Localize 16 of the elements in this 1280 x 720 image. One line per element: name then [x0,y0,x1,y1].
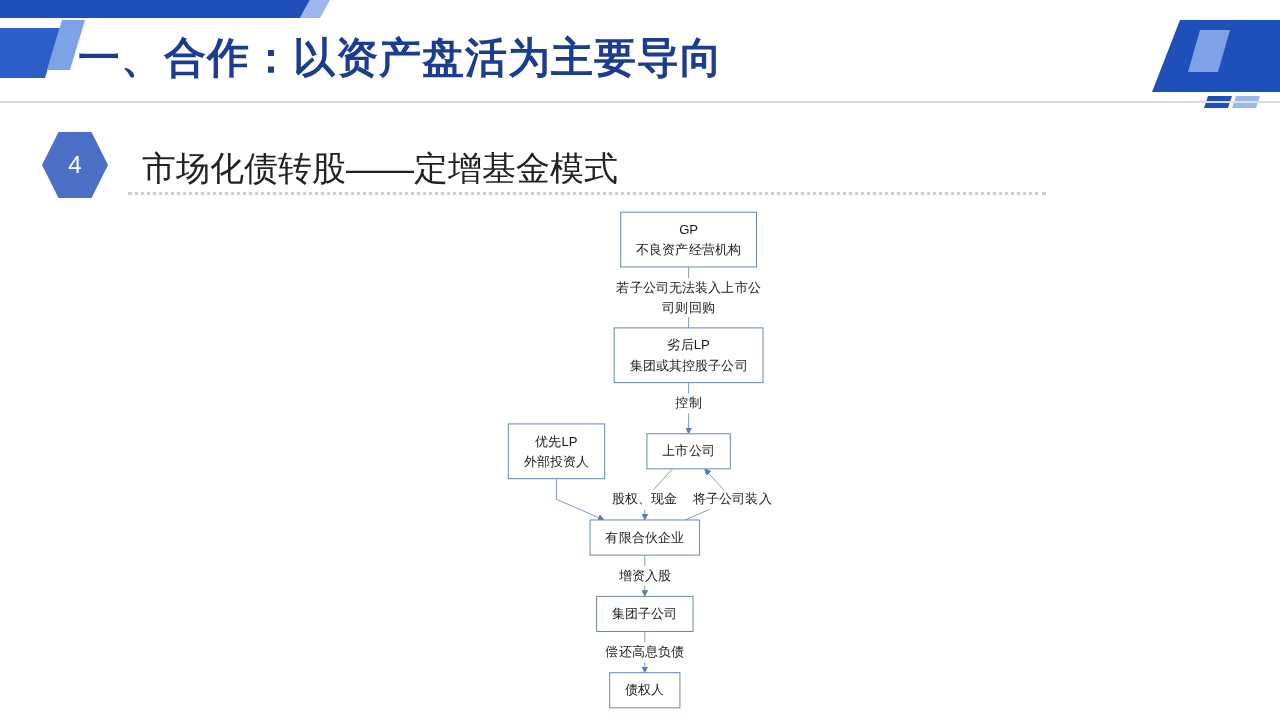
node-box: 劣后LP 集团或其控股子公司 [613,327,764,384]
edge-label: 将子公司装入 [693,491,772,507]
slide-title: 一、合作：以资产盘活为主要导向 [78,33,723,83]
edge-label: 若子公司无法装入上市公司则回购 [616,280,761,315]
edge-label: 偿还高息负债 [605,644,685,660]
node-box: 债权人 [609,672,681,709]
node-box: 上市公司 [646,433,731,470]
node-box: 优先LP 外部投资人 [507,423,606,480]
edge-label: 控制 [675,395,702,411]
edge-label: 股权、现金 [612,491,678,507]
edge-label: 增资入股 [618,568,672,583]
node-box: GP 不良资产经营机构 [620,211,757,268]
section-heading: 市场化债转股——定增基金模式 [142,148,618,189]
section-number-badge: 4 [42,132,108,198]
node-box: 集团子公司 [596,595,694,632]
node-box: 有限合伙企业 [589,519,701,556]
